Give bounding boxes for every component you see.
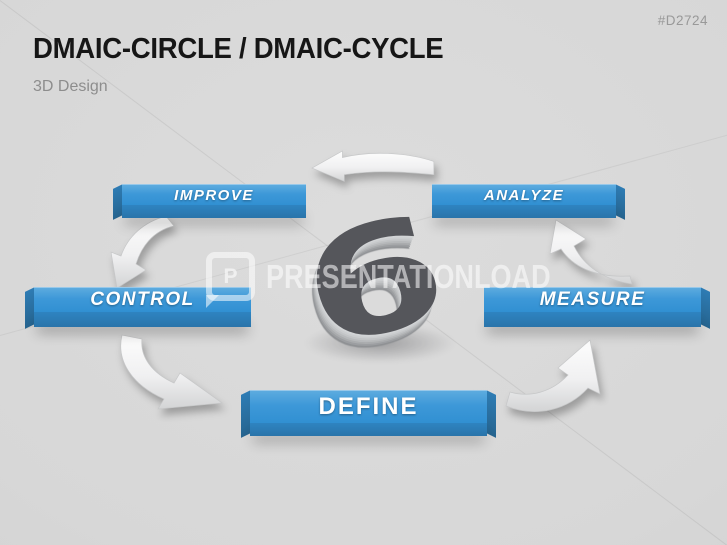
step-label-measure: MEASURE xyxy=(484,287,701,312)
step-label-improve: IMPROVE xyxy=(122,184,306,205)
step-bar-analyze: ANALYZE xyxy=(432,184,625,220)
watermark-text: PRESENTATIONLOAD xyxy=(266,257,551,295)
step-label-text: ANALYZE xyxy=(483,186,565,204)
bar-end-face xyxy=(486,390,496,438)
step-bar-define: DEFINE xyxy=(241,390,496,438)
bar-front-face xyxy=(122,205,306,218)
arrow-measure-to-analyze-icon xyxy=(549,219,633,285)
step-bar-control: CONTROL xyxy=(25,287,251,329)
page-subtitle: 3D Design xyxy=(33,78,108,95)
presentationload-logo-icon: P xyxy=(206,252,255,308)
step-label-define: DEFINE xyxy=(250,390,487,423)
bar-end-face xyxy=(615,184,625,220)
slide-code: #D2724 xyxy=(657,13,708,28)
bar-end-face xyxy=(700,287,710,329)
arrow-improve-to-control-icon xyxy=(110,215,175,289)
page-title: DMAIC-CIRCLE / DMAIC-CYCLE xyxy=(33,33,444,65)
logo-letter: P xyxy=(223,264,238,288)
step-label-text: MEASURE xyxy=(539,289,646,310)
step-label-text: CONTROL xyxy=(90,289,195,310)
step-label-text: IMPROVE xyxy=(174,186,254,204)
bar-front-face xyxy=(432,205,616,218)
six-ground-shadow xyxy=(278,316,482,370)
step-bar-measure: MEASURE xyxy=(484,287,710,329)
bar-front-face xyxy=(34,312,251,327)
bar-front-face xyxy=(250,423,487,436)
arrow-define-to-measure-icon xyxy=(505,339,601,412)
bar-front-face xyxy=(484,312,701,327)
step-label-text: DEFINE xyxy=(318,393,419,420)
watermark: P PRESENTATIONLOAD xyxy=(206,252,613,308)
arrow-control-to-define-icon xyxy=(120,334,223,410)
arrow-analyze-to-improve-icon xyxy=(311,150,435,182)
step-label-analyze: ANALYZE xyxy=(432,184,616,205)
step-bar-improve: IMPROVE xyxy=(113,184,306,220)
